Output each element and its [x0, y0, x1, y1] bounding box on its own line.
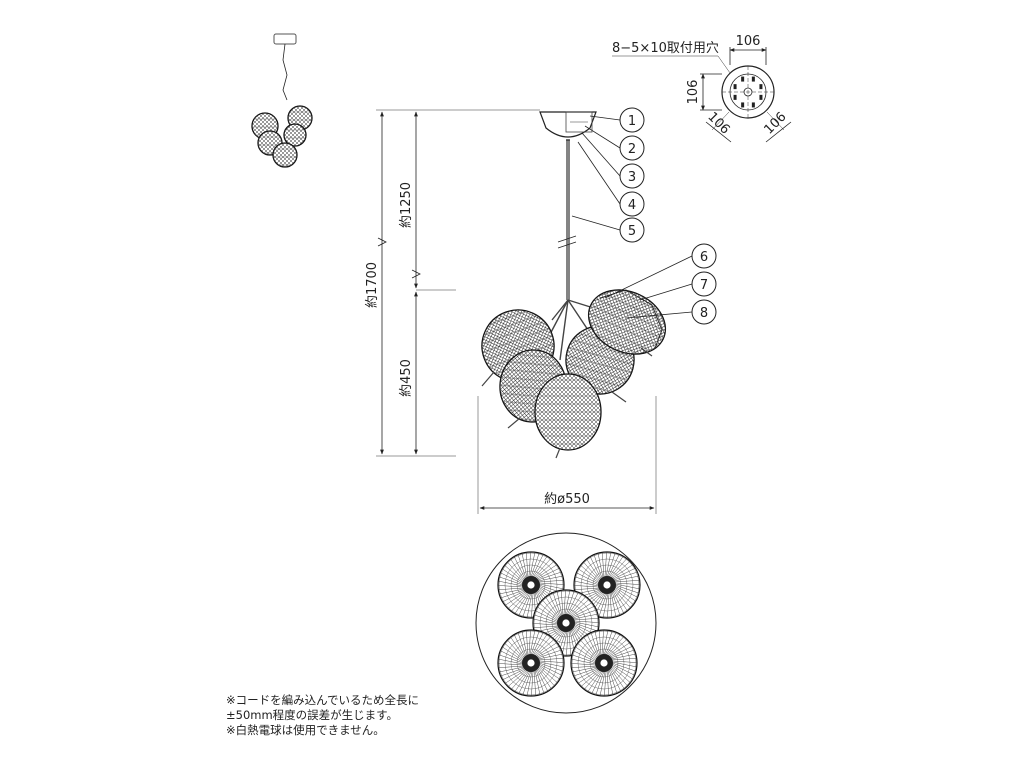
diameter-label: 約ø550	[544, 492, 590, 507]
shade-bottom	[534, 373, 602, 451]
note-line-2: ±50mm程度の誤差が生じます。	[226, 708, 399, 722]
plan-shade-4	[497, 629, 565, 697]
thumb-shade-5	[272, 142, 298, 168]
canopy-diag-right-label: 106	[761, 109, 789, 137]
plan-shade-5	[570, 629, 638, 697]
callout-2: 2	[628, 142, 636, 157]
hole-spec-label: 8−5×10取付用穴	[612, 41, 719, 56]
cord-length-label: 約1250	[399, 182, 414, 228]
callout-7: 7	[700, 278, 708, 293]
callout-1: 1	[628, 114, 636, 129]
total-height-label: 約1700	[365, 262, 380, 308]
thumbnail-view	[251, 33, 313, 168]
callout-8: 8	[700, 306, 708, 321]
plan-shade-1	[497, 551, 565, 619]
canopy-diag-left-label: 106	[704, 109, 732, 137]
canopy-width-label: 106	[736, 34, 761, 49]
cluster-height-label: 約450	[399, 359, 414, 397]
note-line-3: ※白熱電球は使用できません。	[226, 723, 385, 737]
ceiling-canopy	[539, 111, 597, 138]
callout-5: 5	[628, 224, 636, 239]
callout-3: 3	[628, 170, 636, 185]
note-line-1: ※コードを編み込んでいるため全長に	[226, 693, 420, 707]
thumb-shade-3	[283, 123, 307, 147]
plan-view	[475, 532, 657, 714]
notes-block: ※コードを編み込んでいるため全長に ±50mm程度の誤差が生じます。 ※白熱電球…	[226, 693, 419, 738]
part-callouts: 1 2 3 4 5 6 7 8	[571, 107, 717, 325]
canopy-detail: 106 8−5×10取付用穴 106 106 106	[612, 34, 792, 143]
elevation-view: 約1700 約1250 約450 約ø550	[365, 109, 676, 514]
callout-4: 4	[628, 198, 636, 213]
callout-6: 6	[700, 250, 708, 265]
canopy-height-label: 106	[686, 80, 701, 105]
